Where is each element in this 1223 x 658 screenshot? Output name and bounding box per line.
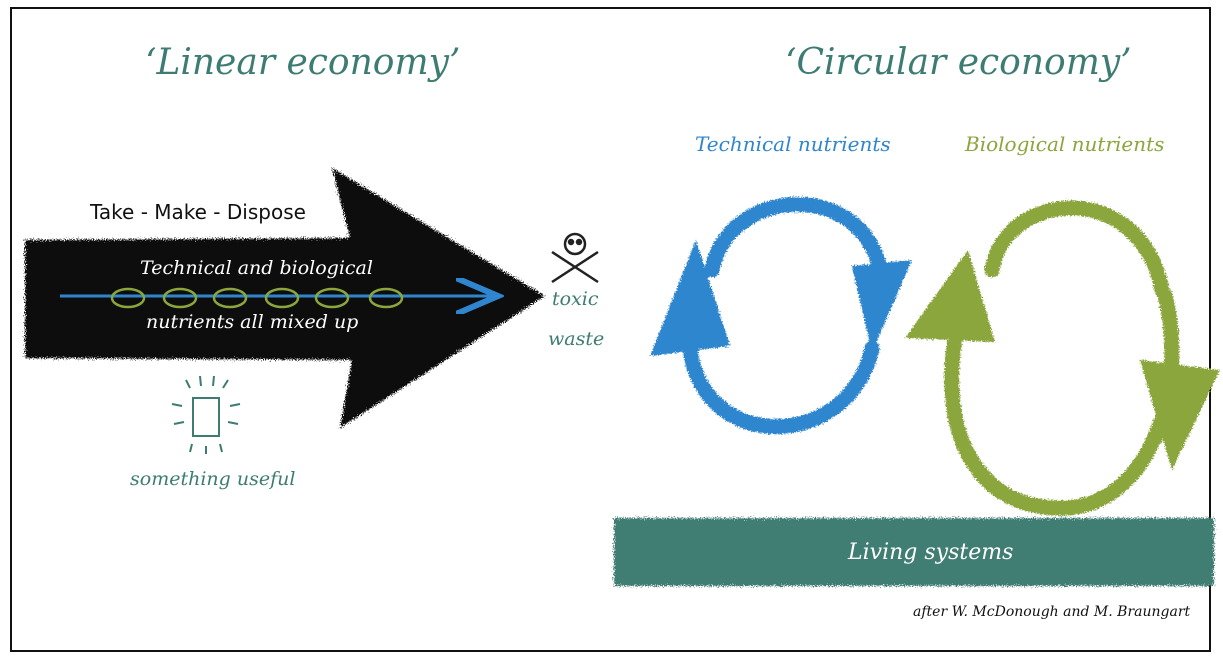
living-systems-band: [614, 518, 1214, 586]
living-systems-label: Living systems: [848, 540, 1014, 565]
something-useful-label: something useful: [130, 468, 296, 490]
toxic-label: toxic: [552, 288, 599, 310]
arrow-text-line1: Technical and biological: [140, 257, 373, 279]
biological-nutrients-label: Biological nutrients: [965, 132, 1165, 156]
mixed-nutrient-ovals: [110, 287, 404, 309]
skull-crossbones-icon: [551, 232, 599, 284]
biological-cycle: [905, 200, 1220, 516]
take-make-dispose-label: Take - Make - Dispose: [90, 200, 306, 224]
waste-label: waste: [548, 328, 605, 350]
technical-nutrients-label: Technical nutrients: [695, 132, 891, 156]
linear-economy-title: ‘Linear economy’: [145, 42, 461, 83]
arrow-text-line2: nutrients all mixed up: [146, 311, 359, 333]
linear-flow-arrow: [25, 168, 545, 428]
technical-cycle: [650, 197, 912, 435]
circular-economy-title: ‘Circular economy’: [785, 42, 1132, 83]
glowing-box-icon: [171, 375, 241, 454]
credit-text: after W. McDonough and M. Braungart: [913, 604, 1191, 620]
